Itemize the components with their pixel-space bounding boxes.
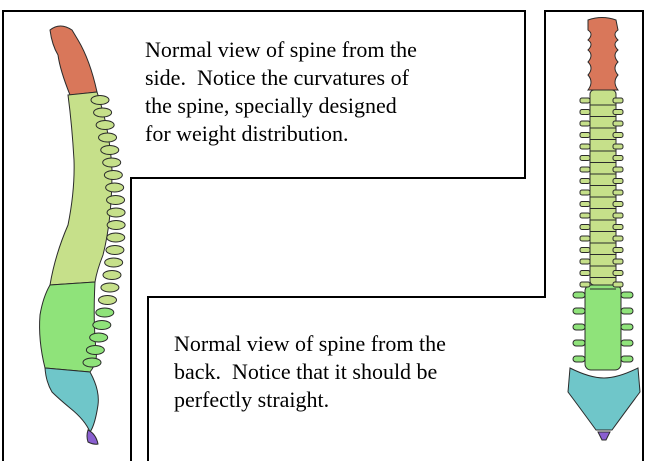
back-transverse-process [613, 248, 623, 253]
back-transverse-process [580, 282, 590, 287]
back-transverse-process [613, 190, 623, 195]
side-spinous-process [86, 346, 104, 355]
side-spinous-process [103, 158, 121, 167]
back-transverse-process [580, 202, 590, 207]
back-transverse-process [613, 156, 623, 161]
back-caption-line-3: perfectly straight. [174, 386, 554, 414]
back-transverse-process [580, 213, 590, 218]
back-lumbar-process [621, 356, 633, 362]
back-transverse-process [580, 271, 590, 276]
back-transverse-process [580, 225, 590, 230]
back-transverse-process [580, 133, 590, 138]
back-transverse-process [580, 144, 590, 149]
back-transverse-process [580, 248, 590, 253]
back-lumbar-process [621, 324, 633, 330]
side-spinous-process [107, 221, 125, 230]
back-transverse-process [580, 259, 590, 264]
back-lumbar-process [573, 324, 585, 330]
side-spinous-process [105, 258, 123, 267]
back-transverse-process [580, 156, 590, 161]
back-transverse-process [613, 133, 623, 138]
side-spinous-process [107, 233, 125, 242]
side-spinous-process [104, 171, 122, 180]
back-transverse-process [580, 121, 590, 126]
back-view-spine [568, 18, 640, 441]
back-transverse-process [613, 282, 623, 287]
back-transverse-process [613, 121, 623, 126]
side-spinous-process [96, 308, 114, 317]
back-transverse-process [613, 271, 623, 276]
side-caption-line-4: for weight distribution. [145, 120, 525, 148]
back-lumbar-region [585, 285, 621, 370]
back-caption-line-2: back. Notice that it should be [174, 358, 554, 386]
back-transverse-process [613, 259, 623, 264]
side-spinous-process [96, 121, 114, 130]
side-spinous-process [99, 296, 117, 305]
back-lumbar-process [621, 340, 633, 346]
back-lumbar-process [573, 292, 585, 298]
back-transverse-process [613, 110, 623, 115]
side-caption-line-3: the spine, specially designed [145, 92, 525, 120]
side-view-caption: Normal view of spine from the side. Noti… [145, 36, 525, 148]
side-sacrum-region [45, 368, 98, 432]
back-coccyx-region [598, 432, 610, 440]
side-coccyx-region [87, 430, 98, 444]
back-transverse-process [580, 167, 590, 172]
back-transverse-process [580, 190, 590, 195]
side-spinous-process [107, 196, 125, 205]
back-cervical-region [588, 18, 618, 91]
side-spinous-process [101, 146, 119, 155]
back-view-caption: Normal view of spine from the back. Noti… [174, 330, 554, 414]
side-spinous-process [91, 96, 109, 105]
back-transverse-process [580, 179, 590, 184]
back-transverse-process [613, 236, 623, 241]
back-lumbar-process [621, 308, 633, 314]
side-spinous-process [106, 183, 124, 192]
side-spinous-process [90, 333, 108, 342]
side-spinous-process [93, 321, 111, 330]
side-spinous-process [107, 208, 125, 217]
back-thoracic-region [590, 90, 616, 285]
back-transverse-process [613, 98, 623, 103]
side-spinous-process [103, 271, 121, 280]
side-spinous-process [99, 133, 117, 142]
side-view-spine [40, 26, 126, 444]
back-sacrum-region [568, 368, 640, 430]
back-transverse-process [580, 236, 590, 241]
side-spinous-process [101, 283, 119, 292]
side-caption-line-2: side. Notice the curvatures of [145, 64, 525, 92]
back-lumbar-process [573, 308, 585, 314]
back-transverse-process [580, 98, 590, 103]
side-spinous-process [94, 108, 112, 117]
back-transverse-process [613, 167, 623, 172]
back-transverse-process [613, 179, 623, 184]
side-spinous-process [106, 246, 124, 255]
back-lumbar-process [573, 356, 585, 362]
back-transverse-process [613, 213, 623, 218]
back-transverse-process [613, 144, 623, 149]
back-lumbar-process [573, 340, 585, 346]
back-transverse-process [613, 202, 623, 207]
back-lumbar-process [621, 292, 633, 298]
back-transverse-process [613, 225, 623, 230]
side-caption-line-1: Normal view of spine from the [145, 36, 525, 64]
side-cervical-region [50, 26, 97, 95]
side-spinous-process [83, 358, 101, 367]
back-transverse-process [580, 110, 590, 115]
back-caption-line-1: Normal view of spine from the [174, 330, 554, 358]
